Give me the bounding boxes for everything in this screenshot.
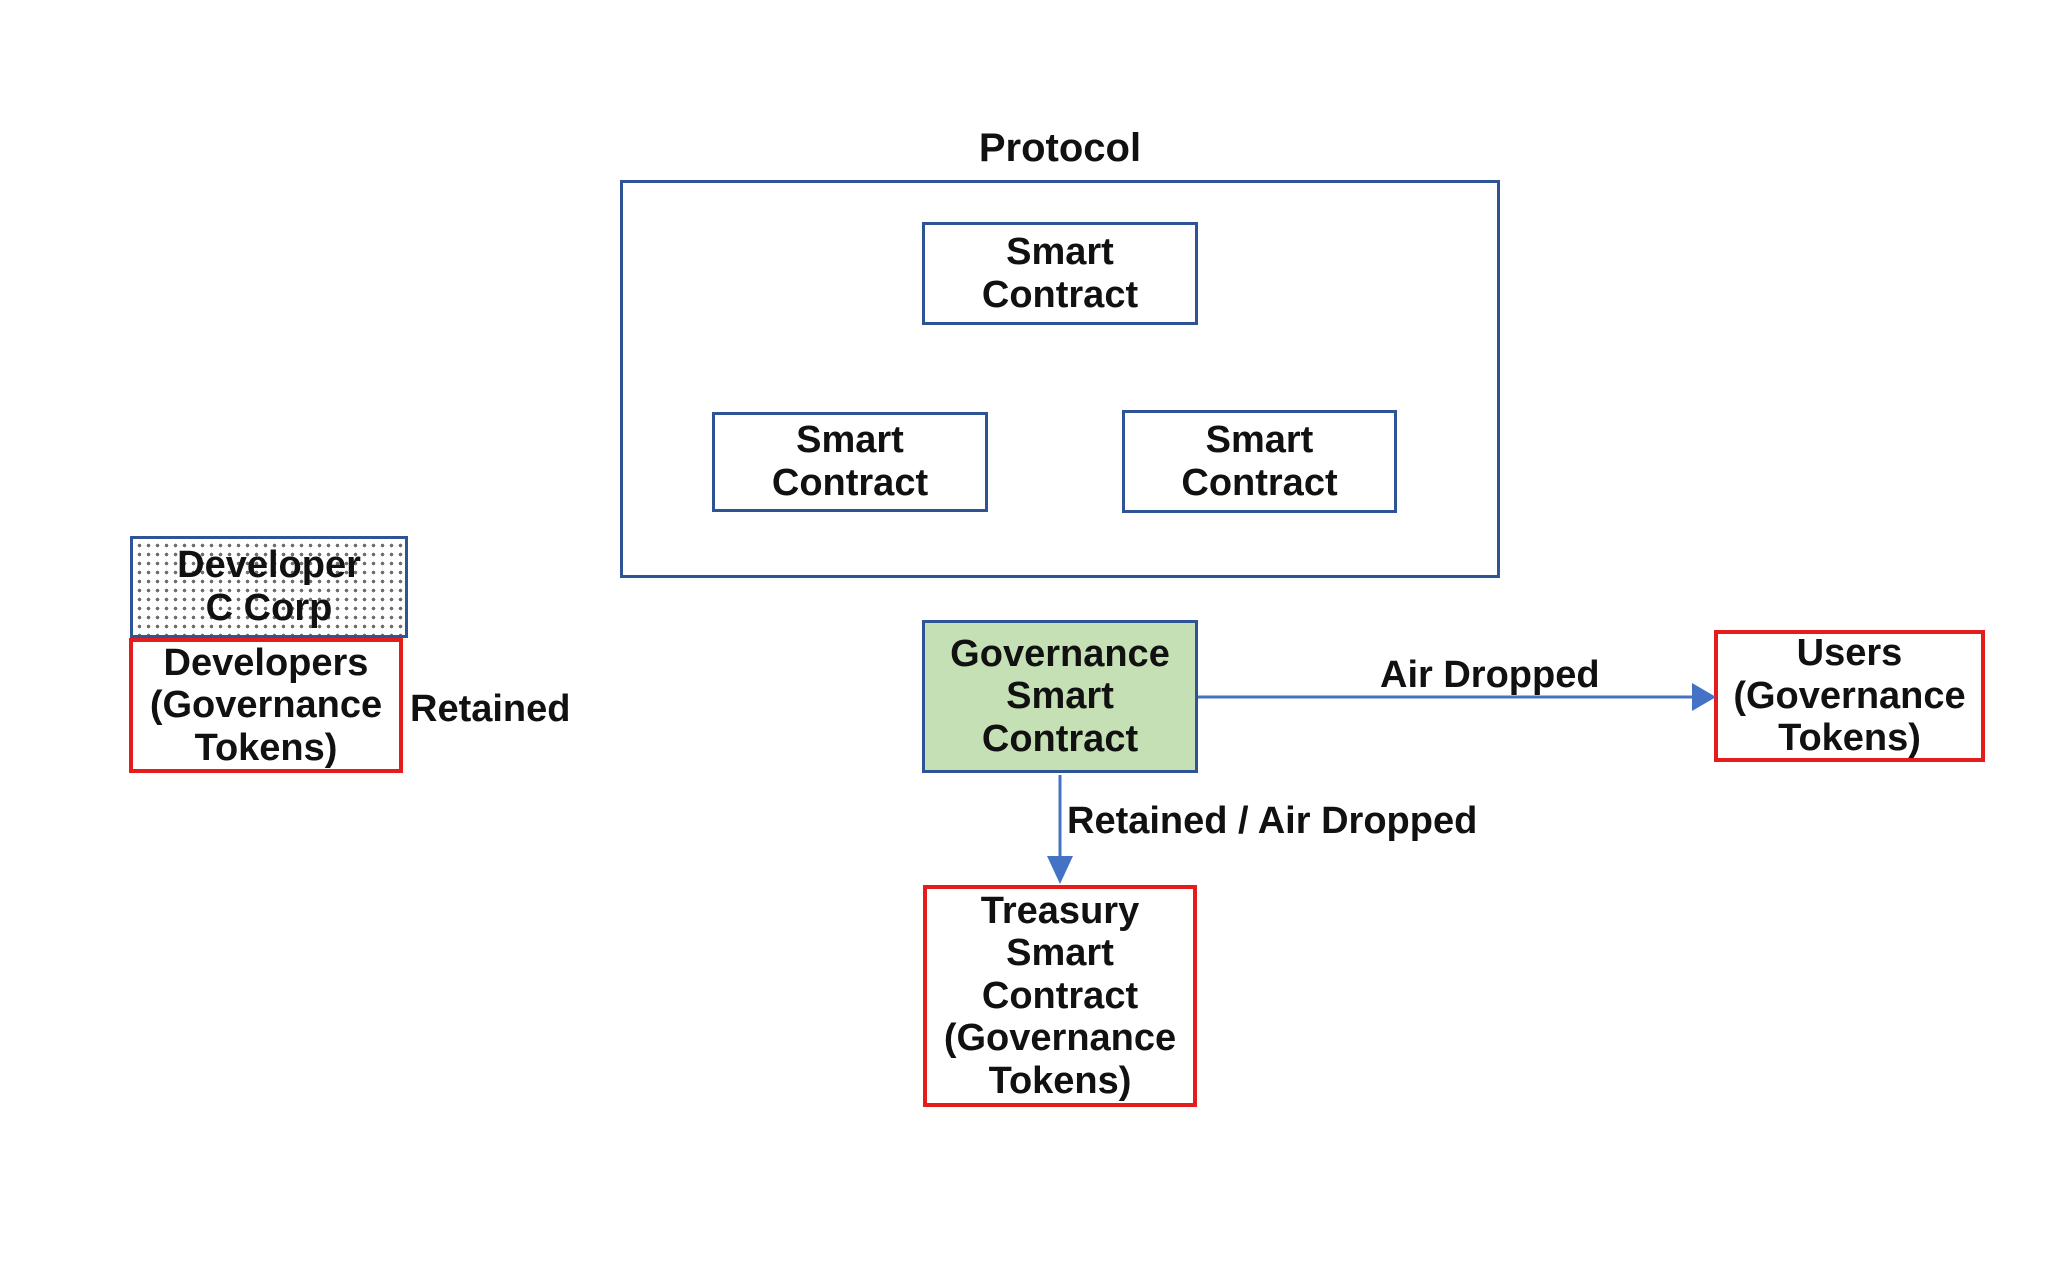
users-label: Users (Governance Tokens) <box>1733 632 1966 760</box>
treasury-smart-contract-label: Treasury Smart Contract (Governance Toke… <box>943 889 1177 1102</box>
developers-box: Developers (Governance Tokens) <box>129 638 403 773</box>
smart-contract-label: Smart Contract <box>771 419 929 504</box>
smart-contract-box-right: Smart Contract <box>1122 410 1397 513</box>
retained-label: Retained <box>410 688 571 730</box>
developers-label: Developers (Governance Tokens) <box>149 641 383 769</box>
retained-air-dropped-label: Retained / Air Dropped <box>1067 800 1478 842</box>
smart-contract-box-top: Smart Contract <box>922 222 1198 325</box>
users-box: Users (Governance Tokens) <box>1714 630 1985 762</box>
treasury-smart-contract-box: Treasury Smart Contract (Governance Toke… <box>923 885 1197 1107</box>
smart-contract-label: Smart Contract <box>1181 418 1338 504</box>
developer-c-corp-box: Developer C Corp <box>130 536 408 638</box>
governance-smart-contract-label: Governance Smart Contract <box>950 632 1170 760</box>
governance-smart-contract-box: Governance Smart Contract <box>922 620 1198 773</box>
protocol-container-box <box>620 180 1500 578</box>
smart-contract-box-left: Smart Contract <box>712 412 988 512</box>
smart-contract-label: Smart Contract <box>981 230 1139 316</box>
air-dropped-label: Air Dropped <box>1380 654 1600 696</box>
developer-c-corp-label: Developer C Corp <box>177 544 361 629</box>
protocol-title: Protocol <box>978 126 1142 170</box>
